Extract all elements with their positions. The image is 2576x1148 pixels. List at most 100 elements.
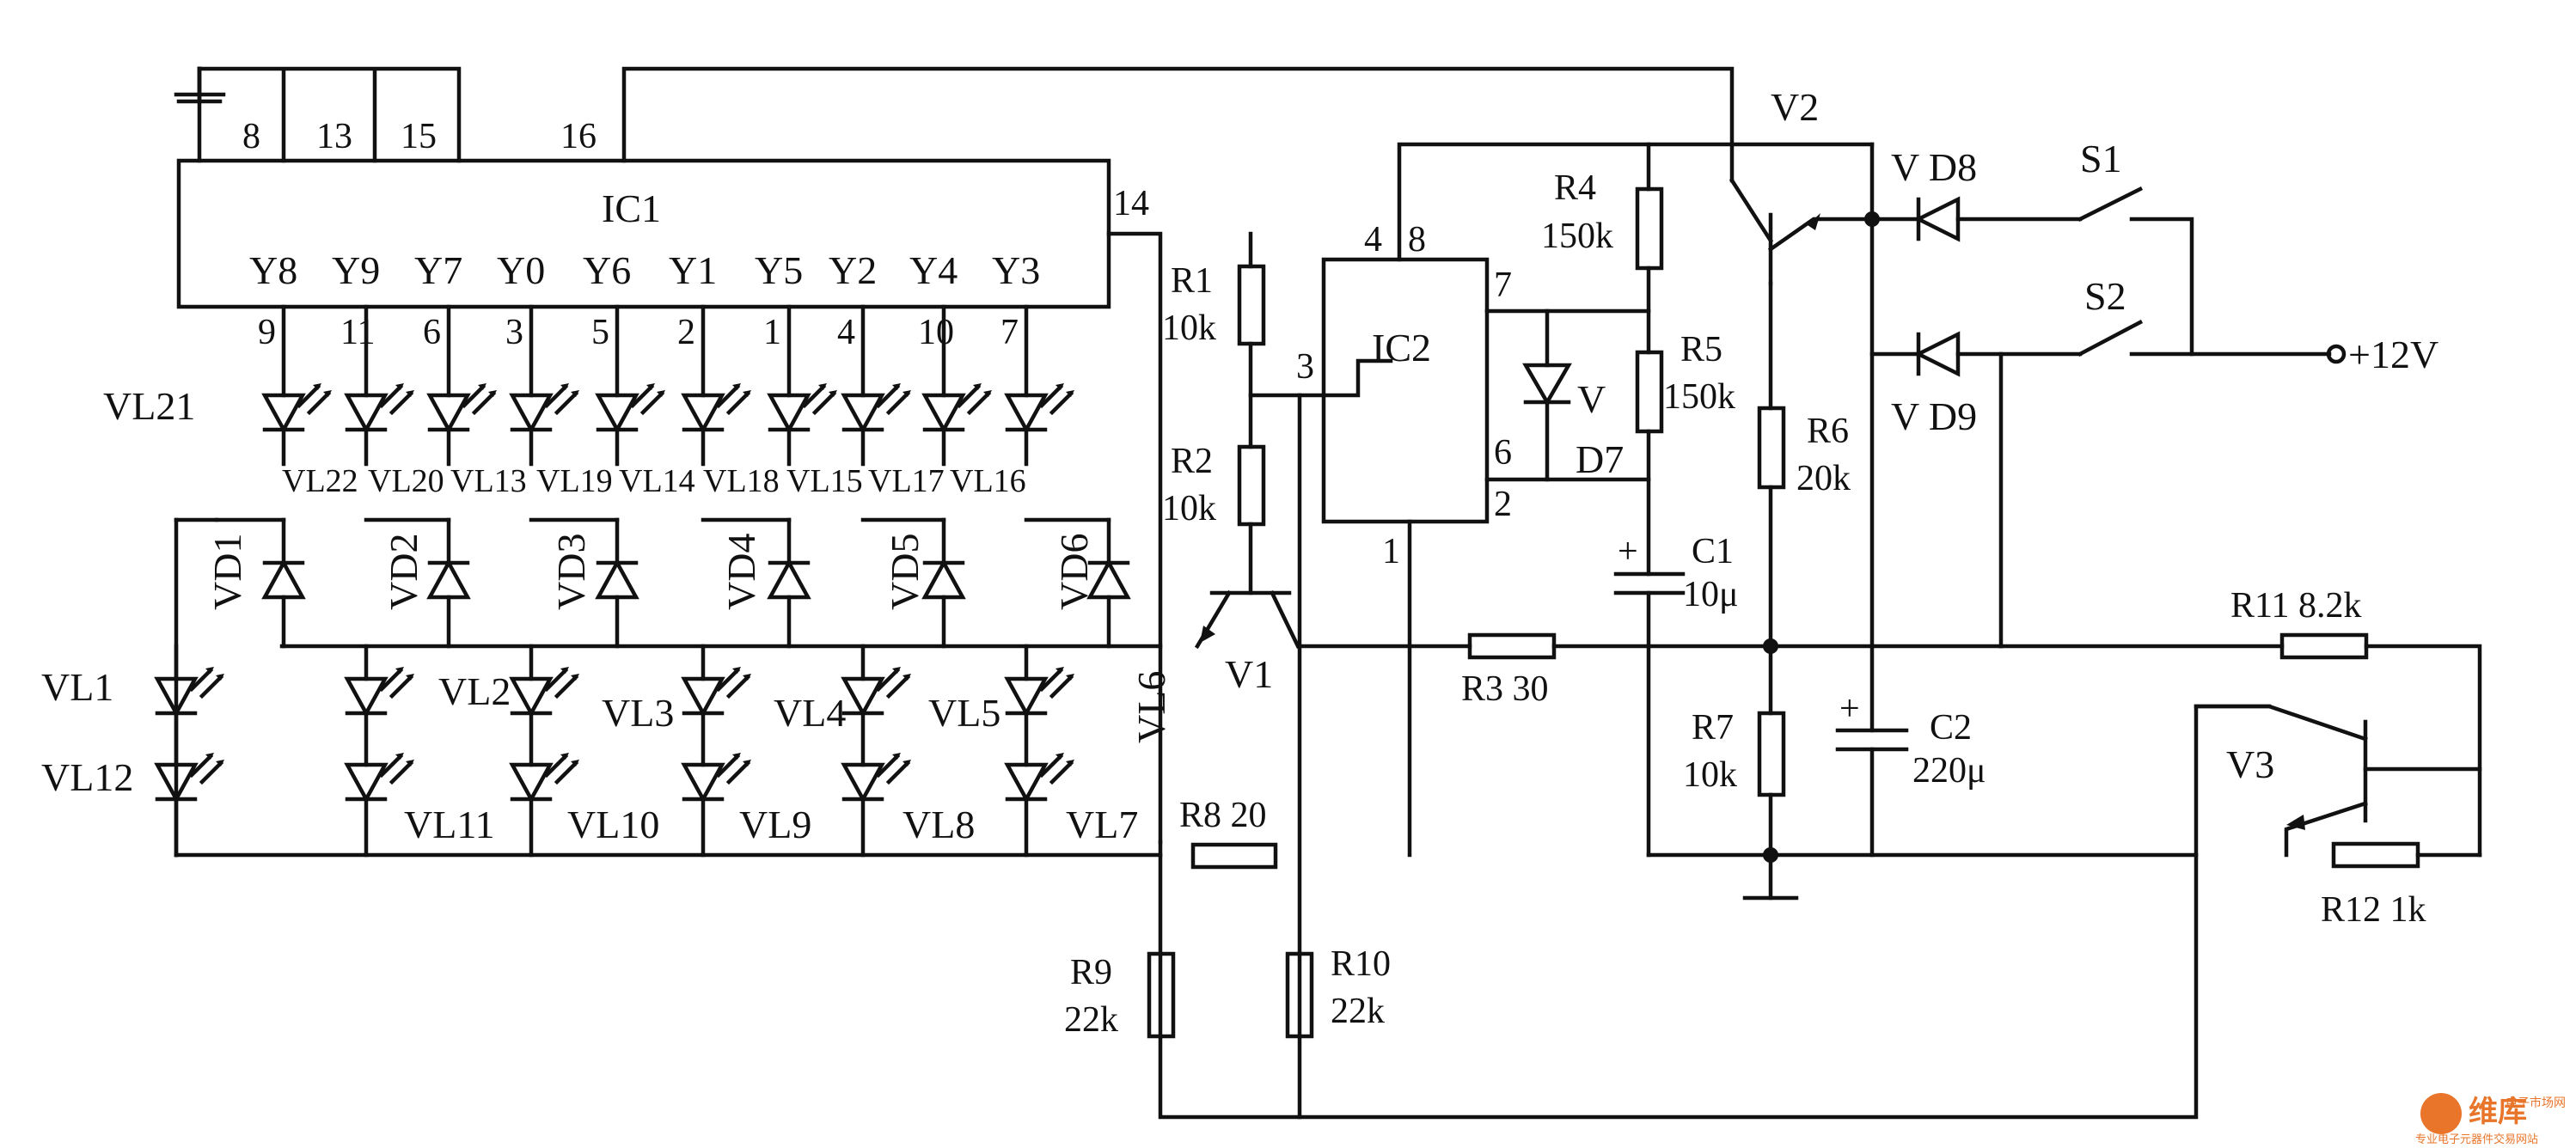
diode-vd <box>767 559 811 600</box>
led-upper <box>426 383 497 434</box>
resistor-r5 <box>1635 350 1664 434</box>
ic1-output-pin: 11 <box>340 313 375 352</box>
r4-value: 150k <box>1541 217 1613 256</box>
led-upper <box>921 383 992 434</box>
ic1-output-label: Y9 <box>332 248 380 292</box>
resistor-r2 <box>1237 444 1266 527</box>
resistor-r11 <box>2279 632 2369 660</box>
led-upper-label: VL13 <box>450 463 527 499</box>
r6-name: R6 <box>1807 412 1849 451</box>
led-lower-bottom <box>509 753 579 803</box>
ic1-output-pin: 10 <box>918 313 954 352</box>
transistor-v1 <box>1194 589 1301 650</box>
ic1-pin-13: 13 <box>316 117 352 156</box>
led-lower-top-label: VL5 <box>928 691 1000 735</box>
switch-s1 <box>2077 186 2194 357</box>
c1-value: 10μ <box>1683 575 1739 614</box>
ic1-output-label: Y8 <box>249 248 297 292</box>
led-lower-bottom <box>841 753 911 803</box>
led-lower-top <box>681 667 751 718</box>
led-lower-top-label: VL6 <box>1129 671 1173 743</box>
d7-v-label: V <box>1577 377 1606 421</box>
junction-r6 <box>1763 638 1778 654</box>
vd9-label: V D9 <box>1891 394 1977 438</box>
ic1-output-pin: 4 <box>837 313 855 352</box>
transistor-v2 <box>1729 177 1875 411</box>
led-upper <box>1004 383 1074 434</box>
d7-name-label: D7 <box>1576 437 1624 481</box>
r1-name: R1 <box>1171 261 1213 301</box>
ic1-label: IC1 <box>602 186 661 230</box>
svg-text:专业电子元器件交易网站: 专业电子元器件交易网站 <box>2415 1133 2538 1146</box>
ic2-pin-4: 4 <box>1364 220 1382 260</box>
r6-value: 20k <box>1796 459 1851 498</box>
led-upper <box>509 383 579 434</box>
diode-vd <box>426 559 471 600</box>
led-upper-label: VL15 <box>786 463 863 499</box>
r9-value: 22k <box>1064 1000 1118 1040</box>
led-label-vl12: VL12 <box>41 755 133 799</box>
transistor-v3 <box>2194 704 2482 858</box>
led-lower-top <box>154 667 224 718</box>
transistor-v3-label: V3 <box>2226 742 2274 786</box>
ic2-pin-7: 7 <box>1494 266 1512 305</box>
ic1-output-label: Y7 <box>414 248 462 292</box>
resistor-r4 <box>1635 186 1664 271</box>
r5-value: 150k <box>1663 377 1735 417</box>
switch-s1-label: S1 <box>2080 137 2122 180</box>
led-upper <box>595 383 665 434</box>
svg-text:维库: 维库 <box>2469 1095 2527 1129</box>
ic1-output-label: Y0 <box>497 248 545 292</box>
led-lower-bottom <box>344 753 414 803</box>
r4-name: R4 <box>1554 168 1596 208</box>
r1-value: 10k <box>1162 308 1216 348</box>
ic2-pin-2: 2 <box>1494 485 1512 524</box>
r8-label: R8 20 <box>1179 796 1267 835</box>
ic1-pin-16: 16 <box>560 117 597 156</box>
led-lower-bottom <box>154 753 224 803</box>
r7-value: 10k <box>1683 755 1737 795</box>
ic1-output-pin: 3 <box>505 313 523 352</box>
led-upper-label: VL16 <box>950 463 1026 499</box>
ic2-pin-3: 3 <box>1296 347 1314 387</box>
led-lower-bottom <box>681 753 751 803</box>
led-upper-label: VL17 <box>868 463 945 499</box>
diode-vd8 <box>1869 196 2083 242</box>
diode-vd-label: VD5 <box>883 534 927 610</box>
ic1-output-pin: 6 <box>423 313 441 352</box>
resistor-r9 <box>1147 951 1176 1039</box>
diode-vd <box>921 559 966 600</box>
diode-vd-label: VD1 <box>205 534 249 610</box>
r10-value: 22k <box>1331 992 1385 1031</box>
led-lower-bottom <box>1004 753 1074 803</box>
r9-name: R9 <box>1070 953 1112 992</box>
transistor-v2-label: V2 <box>1771 85 1819 129</box>
led-upper-label: VL21 <box>103 384 195 428</box>
vd8-label: V D8 <box>1891 145 1977 189</box>
r7-name: R7 <box>1692 708 1734 748</box>
led-label-vl1: VL1 <box>41 665 113 709</box>
resistor-r12 <box>2331 841 2420 869</box>
switch-s2-label: S2 <box>2084 274 2126 318</box>
ic2-label: IC2 <box>1372 326 1431 369</box>
resistor-r10 <box>1285 951 1314 1039</box>
ic1-output-label: Y5 <box>755 248 803 292</box>
resistor-r7 <box>1757 711 1786 797</box>
led-upper <box>767 383 837 434</box>
transistor-v1-label: V1 <box>1225 652 1273 696</box>
c1-name: C1 <box>1692 532 1734 571</box>
diode-vd <box>595 559 639 600</box>
r5-name: R5 <box>1680 330 1722 369</box>
resistor-r1 <box>1237 264 1266 346</box>
led-upper <box>261 383 332 434</box>
led-lower-bottom-label: VL7 <box>1066 803 1138 846</box>
c1-plus: + <box>1618 532 1638 571</box>
led-lower-top <box>509 667 579 718</box>
ic1-pin-14: 14 <box>1113 184 1149 223</box>
ic2-pin-1: 1 <box>1382 532 1400 571</box>
led-lower-top-label: VL4 <box>774 691 846 735</box>
resistor-r3 <box>1467 632 1557 660</box>
led-lower-bottom-label: VL8 <box>903 803 975 846</box>
ic2-body <box>1321 257 1490 524</box>
